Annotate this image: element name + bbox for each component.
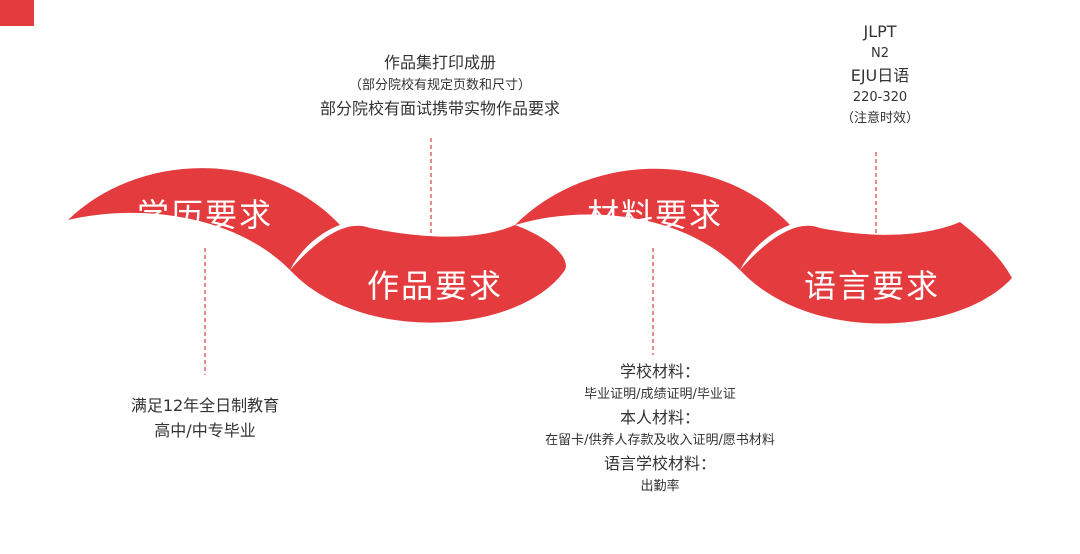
education-note-line2: 高中/中专毕业	[154, 421, 256, 440]
segment-education	[68, 168, 340, 270]
segment-materials	[515, 168, 790, 270]
language-note-line3: EJU日语	[850, 66, 910, 85]
portfolio-requirements-note: 作品集打印成册 （部分院校有规定页数和尺寸） 部分院校有面试携带实物作品要求	[290, 50, 590, 121]
education-requirements-note: 满足12年全日制教育 高中/中专毕业	[90, 393, 320, 443]
education-note-line1: 满足12年全日制教育	[130, 396, 280, 415]
segment-language-label: 语言要求	[804, 267, 940, 305]
portfolio-note-line1: 作品集打印成册	[383, 53, 496, 72]
language-note-line1: JLPT	[863, 22, 897, 41]
segment-language	[740, 222, 1012, 324]
language-note-line4: 220-320	[852, 90, 908, 105]
materials-personal-title: 本人材料：	[619, 408, 700, 427]
materials-language-school-title: 语言学校材料：	[603, 454, 716, 473]
materials-school-title: 学校材料：	[619, 362, 700, 381]
materials-language-school-items: 出勤率	[640, 479, 680, 494]
segment-portfolio	[290, 225, 566, 323]
materials-requirements-note: 学校材料： 毕业证明/成绩证明/毕业证 本人材料： 在留卡/供养人存款及收入证明…	[500, 360, 820, 498]
language-requirements-note: JLPT N2 EJU日语 220-320 （注意时效）	[800, 20, 960, 129]
segment-portfolio-label: 作品要求	[367, 267, 503, 305]
segment-materials-label: 材料要求	[587, 196, 723, 234]
portfolio-note-line2: （部分院校有规定页数和尺寸）	[348, 78, 531, 93]
language-note-line2: N2	[871, 46, 889, 61]
materials-school-items: 毕业证明/成绩证明/毕业证	[584, 387, 736, 402]
portfolio-note-line3: 部分院校有面试携带实物作品要求	[319, 99, 560, 118]
corner-accent-block	[0, 0, 34, 26]
segment-education-label: 学历要求	[137, 196, 273, 234]
materials-personal-items: 在留卡/供养人存款及收入证明/愿书材料	[545, 433, 775, 448]
language-note-line5: （注意时效）	[840, 111, 919, 126]
